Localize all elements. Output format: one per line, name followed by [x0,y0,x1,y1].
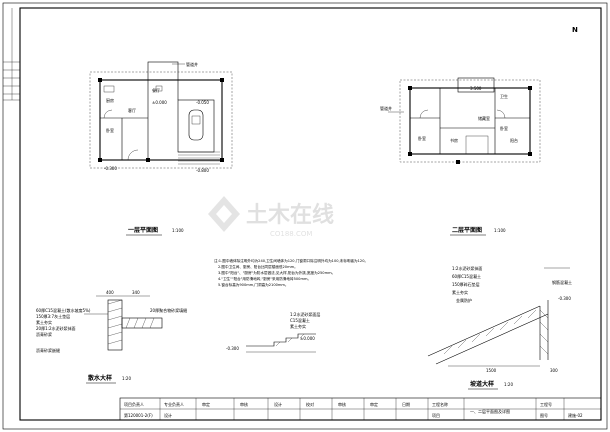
ramp-dim-1: 1500 [486,368,497,373]
plan2-level: 3.500 [470,86,482,91]
plan1-pipe-label: 管道井 [186,61,198,67]
ramp-label-3: 150厚碎石垫层 [452,281,480,287]
drain-title: 散水大样 [88,374,112,382]
tb-header-6: 审定 [370,401,378,407]
note-line-4: 4."卫生""阳台"用防滑地砖,"厨房"采用防滑地砖500mm。 [218,276,311,281]
drain-dim-1: 400 [106,290,114,295]
second-floor-plan: 管道井 卫生 阳台 储藏室 卧室 书房 卧室 3.500 二层平面图 1:100 [380,77,541,236]
plan1-level0: ±0.000 [152,100,167,105]
step-level-0: ±0.000 [300,336,315,341]
tb-header-1: 审定 [202,401,210,407]
tb-header-2: 审核 [240,401,248,407]
tb-header-5: 审核 [338,401,346,407]
plan1-scale: 1:100 [172,228,184,233]
plan1-level2: -0.300 [104,166,117,171]
drain-label-4: 20厚1:2水泥砂浆抹面 [36,325,76,331]
tb-date-cell: 第120001-2(F) [124,412,153,418]
step-detail: 1:2水泥砂浆面层 C15混凝土 素土夯实 ±0.000 -0.300 [226,311,320,353]
ramp-label-2: 60厚C15混凝土 [452,273,481,279]
plan2-balcony-label: 阳台 [510,137,518,143]
plan2-scale: 1:100 [494,228,506,233]
drain-label-3: 素土夯实 [36,319,52,325]
drain-label-1: 60厚C15混凝土(散水坡度5%) [36,307,91,313]
ramp-label-1: 1:2水泥砂浆抹面 [452,265,482,271]
title-block: 项目负责人 第120001-2(F) 专业负责人 设计 审定 审核 设计 校对 … [119,397,602,421]
plan2-title: 二层平面图 [452,226,482,234]
plan1-room-label: 卧室 [106,127,114,133]
ramp-level: -0.300 [558,296,571,301]
plan1-dining-label: 餐厅 [152,87,160,93]
watermark-logo-icon [208,196,240,232]
tb-project-label: 项目 [432,412,440,418]
step-label-1: 1:2水泥砂浆面层 [290,311,320,317]
plan1-kitchen-label: 厨房 [106,97,114,103]
ramp-detail: 1500 300 1:2水泥砂浆抹面 60厚C15混凝土 150厚碎石垫层 素土… [427,265,572,390]
plan1-level3: -0.800 [196,168,209,173]
plan2-bath-label: 卫生 [500,93,508,99]
drain-label-2: 150厚3:7灰土垫层 [36,313,70,319]
drain-label-5: 沥青砂浆 [36,331,52,337]
ramp-label-4: 素土夯实 [452,289,468,295]
plan1-hall-label: 客厅 [128,107,136,113]
left-binding-strip [3,8,20,101]
drain-label-6: 沥青砂浆嵌缝 [36,347,60,353]
drain-dim-2: 340 [132,290,140,295]
plan2-bedroom3-label: 卧室 [500,125,508,131]
ramp-label-5: 金属防护 [456,297,472,303]
tb-drawing-name: 一、二层平面图及详图 [470,408,510,414]
plan2-bedroom1-label: 卧室 [418,135,426,141]
plan2-pipe-label: 管道井 [380,105,392,111]
plan1-title: 一层平面图 [128,226,158,234]
ramp-title: 坡道大样 [470,380,494,388]
note-line-5: 5.窗台标高为900mm,门洞高为2100mm。 [218,282,289,287]
tb-drawing-no: 建施-02 [568,412,583,418]
general-notes: 注:1.图中墙体除注明外均为240,卫生间墙体为120,门窗洞口除注明外均为10… [214,258,368,287]
tb-project-name-label: 工程名称 [432,401,448,407]
ramp-scale: 1:20 [504,382,513,387]
tb-drawing-no-label: 图号 [540,412,548,418]
drain-scale: 1:20 [122,376,131,381]
tb-header-4: 校对 [306,401,314,407]
north-label: N [572,26,578,34]
tb-header-7: 日期 [402,401,410,407]
tb-col1-row1: 项目负责人 [124,401,144,407]
note-line-2: 2.图中卫生间、厨房、阳台比同层楼面低20mm。 [218,264,298,269]
car-icon [188,109,204,141]
drain-detail: 400 340 60厚C15混凝土(散水坡度5%) 150厚3:7灰土垫层 素土… [36,290,187,384]
step-label-3: 素土夯实 [290,323,306,329]
plan1-level1: -0.050 [196,100,209,105]
watermark-text: 土木在线 [246,202,334,228]
ground-floor-plan: 管道井 餐厅 厨房 卧室 客厅 ±0.000 -0.050 -0.300 -0.… [89,61,233,236]
plan2-bedroom2-label: 书房 [450,137,458,143]
tb-project-no-label: 工程号 [540,401,552,407]
tb-col2-row2: 设计 [164,412,172,418]
ramp-dim-2: 300 [550,368,558,373]
watermark: 土木在线 CO188.COM [208,196,334,238]
note-line-1: 注:1.图中墙体除注明外均为240,卫生间墙体为120,门窗洞口除注明外均为10… [214,258,368,263]
step-level-1: -0.300 [226,346,239,351]
plan2-storage-label: 储藏室 [478,115,490,121]
tb-col2-row1: 专业负责人 [164,401,184,407]
tb-header-3: 设计 [274,401,282,407]
step-label-2: C15混凝土 [290,317,310,323]
watermark-subtext: CO188.COM [270,230,312,238]
drain-label-7: 20厚聚合物砂浆填缝 [150,307,187,313]
note-line-3: 3.图中"阳台"、"厨房"为防水层做法,见大样,阳台为外挑,宽度为250mm。 [218,270,335,275]
ramp-label-6: 钢筋混凝土 [552,279,572,285]
